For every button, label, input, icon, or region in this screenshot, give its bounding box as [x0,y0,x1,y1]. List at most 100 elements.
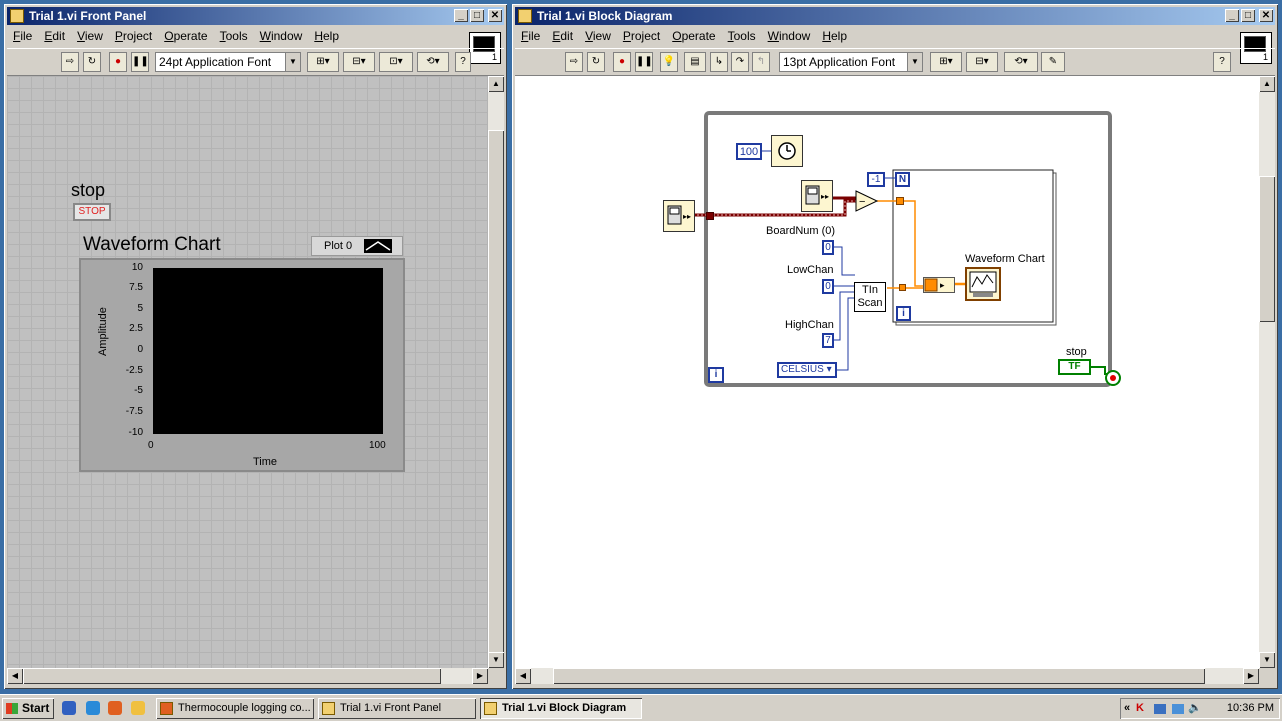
tray-expand-icon[interactable]: « [1124,702,1131,714]
resize-objects-icon[interactable]: ⊡▾ [379,52,413,72]
scroll-thumb[interactable] [23,668,441,684]
front-panel-window[interactable]: Trial 1.vi Front Panel _ □ ✕ File Edit V… [4,4,507,689]
help-icon[interactable]: ? [1213,52,1231,72]
scroll-thumb[interactable] [1259,176,1275,322]
step-over-icon[interactable]: ↷ [731,52,749,72]
messenger-icon[interactable] [131,701,145,715]
front-panel-canvas[interactable]: stop STOP Waveform Chart Plot 0 10 7.5 5… [7,76,488,668]
scroll-up-icon[interactable]: ▲ [1259,76,1275,92]
block-diagram-canvas[interactable]: 100 ▸▸ ▸▸ − -1 N i i BoardNum (0) 0 LowC… [515,76,1259,668]
menu-file[interactable]: File [521,29,541,43]
loop-condition-icon[interactable] [1105,370,1121,386]
close-icon[interactable]: ✕ [1259,9,1273,22]
scroll-right-icon[interactable]: ▶ [1243,668,1259,684]
highchan-constant[interactable]: 7 [822,333,834,348]
start-button[interactable]: Start [2,698,54,719]
maximize-icon[interactable]: □ [470,9,484,22]
scroll-right-icon[interactable]: ▶ [472,668,488,684]
scroll-thumb[interactable] [488,130,504,654]
minimize-icon[interactable]: _ [1225,9,1239,22]
menu-tools[interactable]: Tools [219,29,248,43]
block-diagram-window[interactable]: Trial 1.vi Block Diagram _ □ ✕ File Edit… [512,4,1278,689]
task-front-panel[interactable]: Trial 1.vi Front Panel [318,698,476,719]
plot-legend[interactable]: Plot 0 [311,236,403,256]
menu-operate[interactable]: Operate [164,29,208,43]
align-objects-icon[interactable]: ⊞▾ [930,52,962,72]
internet-explorer-icon[interactable] [86,701,100,715]
highlight-execution-icon[interactable]: 💡 [660,52,678,72]
scroll-down-icon[interactable]: ▼ [1259,652,1275,668]
build-waveform-icon[interactable]: ▸ [923,277,955,293]
front-panel-titlebar[interactable]: Trial 1.vi Front Panel _ □ ✕ [7,7,504,25]
distribute-objects-icon[interactable]: ⊟▾ [966,52,998,72]
menu-help[interactable]: Help [314,29,339,43]
menu-project[interactable]: Project [622,29,661,43]
menu-window[interactable]: Window [259,29,303,43]
show-desktop-icon[interactable] [62,701,76,715]
scroll-left-icon[interactable]: ◀ [7,668,23,684]
loop-count-constant[interactable]: -1 [867,172,885,187]
tray-app-icon[interactable] [1154,704,1166,714]
daq-read-icon[interactable]: ▸▸ [801,180,833,212]
pause-icon[interactable]: ❚❚ [635,52,653,72]
menu-operate[interactable]: Operate [672,29,716,43]
run-arrow-icon[interactable]: ⇨ [565,52,583,72]
pause-icon[interactable]: ❚❚ [131,52,149,72]
scroll-up-icon[interactable]: ▲ [488,76,504,92]
font-select[interactable]: 24pt Application Font▼ [155,52,301,72]
run-continuously-icon[interactable]: ↻ [83,52,101,72]
wait-ms-icon[interactable] [771,135,803,167]
maximize-icon[interactable]: □ [1241,9,1255,22]
reorder-icon[interactable]: ⟲▾ [417,52,449,72]
menu-file[interactable]: File [13,29,33,43]
task-block-diagram[interactable]: Trial 1.vi Block Diagram [480,698,642,719]
front-panel-vscroll[interactable]: ▲ ▼ [488,76,504,668]
scale-ring-constant[interactable]: CELSIUS ▾ [777,362,837,378]
task-thermocouple-browser[interactable]: Thermocouple logging co... [156,698,314,719]
step-out-icon[interactable]: ↰ [752,52,770,72]
network-icon[interactable] [1172,704,1184,714]
retain-wire-values-icon[interactable]: ▤ [684,52,706,72]
daq-open-icon[interactable]: ▸▸ [663,200,695,232]
menu-tools[interactable]: Tools [727,29,756,43]
scroll-thumb[interactable] [553,668,1205,684]
block-diagram-hscroll[interactable]: ◀ ▶ [515,668,1259,684]
waveform-chart-terminal[interactable] [965,267,1001,301]
reorder-icon[interactable]: ⟲▾ [1004,52,1038,72]
run-arrow-icon[interactable]: ⇨ [61,52,79,72]
menu-view[interactable]: View [77,29,103,43]
menu-edit[interactable]: Edit [552,29,574,43]
block-diagram-titlebar[interactable]: Trial 1.vi Block Diagram _ □ ✕ [515,7,1275,25]
distribute-objects-icon[interactable]: ⊟▾ [343,52,375,72]
font-select[interactable]: 13pt Application Font▼ [779,52,923,72]
loop-count-terminal[interactable]: N [895,172,910,187]
lowchan-constant[interactable]: 0 [822,279,834,294]
antivirus-icon[interactable]: K [1136,702,1144,714]
wait-ms-constant[interactable]: 100 [736,143,762,160]
menu-view[interactable]: View [585,29,611,43]
close-icon[interactable]: ✕ [488,9,502,22]
tin-scan-function[interactable]: TIn Scan [854,282,886,312]
firefox-icon[interactable] [108,701,122,715]
stop-terminal[interactable]: TF [1058,359,1091,375]
scroll-down-icon[interactable]: ▼ [488,652,504,668]
abort-icon[interactable]: ● [613,52,631,72]
menu-project[interactable]: Project [114,29,153,43]
clean-up-diagram-icon[interactable]: ✎ [1041,52,1065,72]
step-into-icon[interactable]: ↳ [710,52,728,72]
menu-edit[interactable]: Edit [44,29,66,43]
abort-icon[interactable]: ● [109,52,127,72]
front-panel-hscroll[interactable]: ◀ ▶ [7,668,488,684]
menu-help[interactable]: Help [822,29,847,43]
minimize-icon[interactable]: _ [454,9,468,22]
align-objects-icon[interactable]: ⊞▾ [307,52,339,72]
volume-icon[interactable]: 🔈 [1188,702,1202,714]
scroll-left-icon[interactable]: ◀ [515,668,531,684]
boardnum-constant[interactable]: 0 [822,240,834,255]
stop-button[interactable]: STOP [73,203,111,221]
menu-window[interactable]: Window [767,29,811,43]
help-icon[interactable]: ? [455,52,471,72]
block-diagram-vscroll[interactable]: ▲ ▼ [1259,76,1275,668]
run-continuously-icon[interactable]: ↻ [587,52,605,72]
subtract-function-icon[interactable]: − [855,190,879,212]
